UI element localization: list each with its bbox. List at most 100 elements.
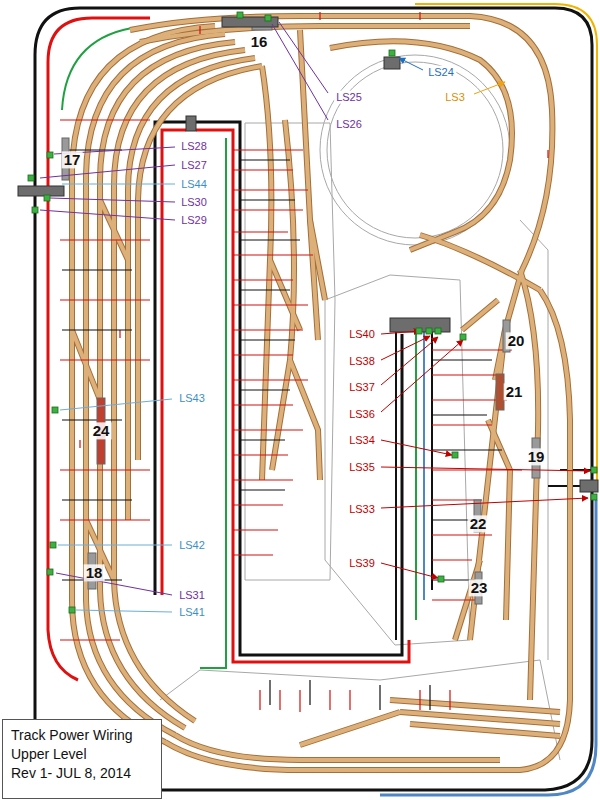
power-district-box: [186, 116, 196, 131]
leader-line: [58, 545, 172, 546]
turnout-number: 20: [506, 332, 527, 349]
title-text: Upper Level: [11, 745, 153, 764]
power-district-label: LS43: [177, 392, 207, 405]
leader-line: [381, 440, 452, 455]
turnout-number: 21: [504, 383, 525, 400]
power-district-label: LS26: [334, 118, 364, 131]
leader-line: [381, 331, 420, 334]
leader-line: [279, 22, 328, 93]
terminal-marker: [47, 152, 53, 158]
power-district-box: [384, 57, 400, 69]
turnout-number: 17: [62, 151, 83, 168]
terminal-marker: [416, 328, 422, 334]
leader-line: [40, 210, 175, 220]
leader-line: [40, 22, 590, 612]
benchwork-outline: [160, 55, 560, 760]
terminal-marker: [237, 12, 243, 18]
power-district-label: LS36: [347, 408, 377, 421]
turnout-number: 18: [84, 564, 105, 581]
turnout-number: 19: [526, 448, 547, 465]
terminal-marker: [591, 467, 597, 473]
leader-line: [399, 58, 423, 70]
power-district-label: LS34: [347, 434, 377, 447]
power-district-label: LS25: [334, 91, 364, 104]
power-bus-wire: [380, 500, 596, 795]
power-bus-wire: [548, 485, 580, 487]
power-bus-wire: [395, 332, 397, 640]
power-district-label: LS28: [179, 140, 209, 153]
power-district-label: LS44: [179, 178, 209, 191]
terminal-marker: [28, 175, 34, 181]
terminal-marker: [438, 576, 444, 582]
power-district-label: LS38: [347, 355, 377, 368]
power-bus-wire: [431, 332, 433, 590]
leader-line: [56, 573, 172, 595]
power-bus-wire: [35, 8, 592, 790]
power-district-label: LS41: [177, 606, 207, 619]
leader-line: [474, 82, 505, 94]
power-district-label: LS31: [177, 589, 207, 602]
terminal-marker: [452, 452, 458, 458]
power-district-box: [18, 17, 598, 492]
terminal-marker: [52, 407, 58, 413]
track: [72, 16, 570, 770]
power-district-label: LS42: [177, 539, 207, 552]
leader-line: [381, 337, 438, 385]
terminal-marker: [50, 542, 56, 548]
title-text: Rev 1- JUL 8, 2014: [11, 764, 153, 783]
turnout-number: 22: [468, 515, 489, 532]
turnout-number: 16: [249, 33, 270, 50]
leader-line: [381, 340, 463, 412]
power-district-label: LS39: [347, 557, 377, 570]
power-district-box: [580, 480, 598, 492]
terminal-marker: [28, 12, 597, 613]
leader-line: [381, 498, 588, 508]
power-district-label: LS33: [347, 503, 377, 516]
track: [72, 16, 570, 770]
power-district-label: LS24: [426, 66, 456, 79]
terminal-marker: [426, 328, 432, 334]
turnout-symbol: [62, 22, 540, 604]
leader-line: [381, 467, 590, 471]
power-district-label: LS35: [347, 461, 377, 474]
leader-line: [50, 198, 175, 202]
terminal-marker: [69, 607, 75, 613]
power-bus-wire: [35, 4, 597, 795]
benchwork-outline: [327, 62, 503, 238]
terminal-marker: [389, 50, 395, 56]
power-district-box: [18, 186, 64, 196]
terminal-marker: [44, 195, 50, 201]
power-district-label: LS30: [179, 196, 209, 209]
leader-line: [272, 24, 328, 120]
turnout-number: 23: [469, 579, 490, 596]
terminal-marker: [47, 569, 53, 575]
leader-line: [76, 610, 172, 612]
power-district-label: LS29: [179, 214, 209, 227]
terminal-marker: [460, 334, 466, 340]
feeder-wire: [60, 12, 548, 712]
track: [72, 16, 570, 770]
power-bus-wire: [423, 332, 425, 600]
leader-line: [60, 399, 172, 410]
power-district-label: LS37: [347, 381, 377, 394]
benchwork-outline: [325, 275, 470, 645]
feeder-wire: [62, 150, 502, 710]
title-block: Track Power WiringUpper LevelRev 1- JUL …: [2, 719, 162, 799]
leader-line: [40, 165, 175, 178]
leader-line: [62, 184, 175, 185]
title-text: Track Power Wiring: [11, 726, 153, 745]
terminal-marker: [32, 207, 38, 213]
feeder-wire: [60, 12, 548, 712]
leader-line: [381, 336, 430, 360]
terminal-marker: [435, 328, 441, 334]
turnout-number: 24: [91, 422, 112, 439]
power-bus-wire: [155, 122, 186, 595]
leader-line: [381, 563, 438, 578]
power-district-label: LS3: [443, 91, 467, 104]
power-district-label: LS40: [347, 328, 377, 341]
power-district-label: LS27: [179, 159, 209, 172]
terminal-marker: [265, 15, 271, 21]
